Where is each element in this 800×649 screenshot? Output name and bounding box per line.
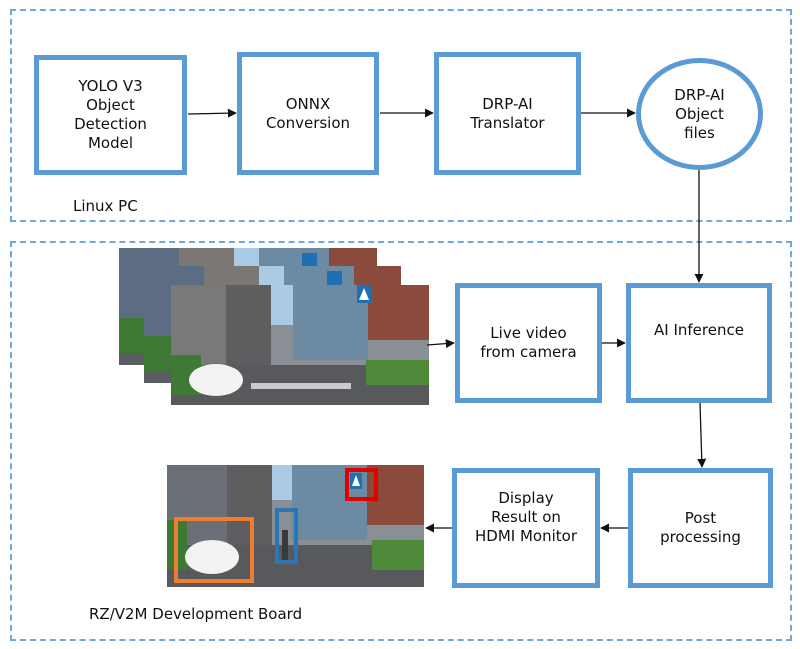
board-label: RZ/V2M Development Board	[89, 605, 303, 623]
car-detection-box	[174, 517, 254, 583]
onnx-conversion-box: ONNX Conversion	[237, 52, 379, 175]
result-image	[167, 465, 424, 587]
post-processing-box: Post processing	[628, 468, 773, 588]
live-video-box: Live video from camera	[455, 283, 602, 403]
yolo-model-box: YOLO V3 Object Detection Model	[34, 55, 187, 175]
ai-inference-box: AI Inference	[626, 283, 772, 403]
linux-pc-zone	[10, 9, 792, 222]
drp-ai-translator-box: DRP-AI Translator	[434, 52, 581, 175]
camera-frame-front	[171, 285, 429, 405]
drp-ai-object-files-node: DRP-AI Object files	[636, 58, 763, 170]
street-scene-image	[171, 285, 429, 405]
pedestrian-detection-box	[275, 508, 298, 564]
display-result-box: Display Result on HDMI Monitor	[452, 468, 600, 588]
board-zone	[10, 241, 792, 641]
linux-pc-label: Linux PC	[73, 197, 138, 215]
sign-detection-box	[345, 468, 378, 501]
